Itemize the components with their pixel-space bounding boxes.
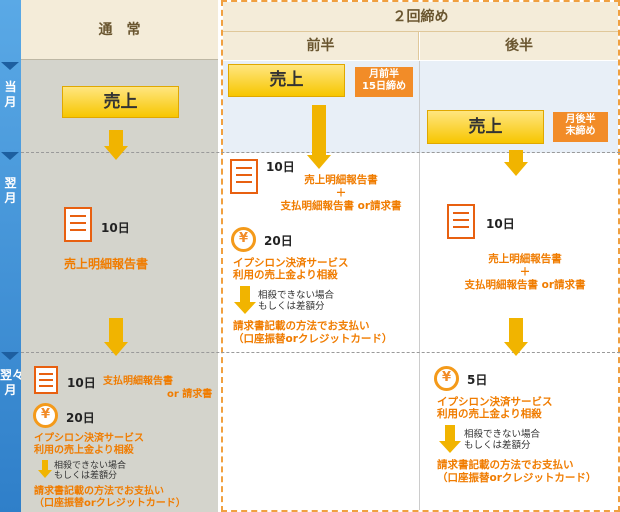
split-header: ２回締め <box>223 2 618 32</box>
document-icon <box>64 207 92 242</box>
down-arrow-icon <box>504 318 528 356</box>
timeline-bar <box>0 0 21 512</box>
timeline-marker-icon <box>1 352 19 360</box>
second-half-header: 後半 <box>420 32 618 60</box>
timeline-month-after: 翌々月 <box>0 368 25 397</box>
first-half-pay: イプシロン決済サービス 利用の売上金より相殺 <box>233 257 349 281</box>
yen-coin-icon: ¥ <box>33 403 58 428</box>
second-half-invoice: 請求書記載の方法でお支払い （口座振替orクレジットカード） <box>437 459 597 484</box>
document-icon <box>447 204 475 239</box>
row-divider <box>21 352 620 353</box>
first-half-docs: 売上明細報告書 ＋ 支払明細報告書 or請求書 <box>280 174 402 212</box>
second-half-day2: 5日 <box>467 373 488 387</box>
second-half-day1: 10日 <box>486 217 515 231</box>
normal-header: 通 常 <box>21 0 218 60</box>
normal-invoice: 請求書記載の方法でお支払い （口座振替orクレジットカード） <box>34 486 186 509</box>
first-half-note: 相殺できない場合 もしくは差額分 <box>258 290 335 312</box>
sales-box-first-half: 売上 <box>228 64 345 97</box>
down-arrow-icon <box>234 286 256 314</box>
half-divider <box>419 61 420 510</box>
normal-day3: 20日 <box>66 411 95 425</box>
down-arrow-icon <box>439 425 461 453</box>
sales-box-second-half: 売上 <box>427 110 544 144</box>
second-half-tag: 月後半 末締め <box>553 112 608 142</box>
normal-day1: 10日 <box>101 221 130 235</box>
normal-pay: イプシロン決済サービス 利用の売上金より相殺 <box>34 433 144 456</box>
second-half-pay: イプシロン決済サービス 利用の売上金より相殺 <box>437 396 553 420</box>
document-icon <box>34 366 58 394</box>
second-half-note: 相殺できない場合 もしくは差額分 <box>464 429 541 451</box>
sales-box-normal: 売上 <box>62 86 179 118</box>
first-half-day1: 10日 <box>266 160 295 174</box>
down-arrow-icon <box>104 130 128 160</box>
down-arrow-icon <box>504 150 528 176</box>
down-arrow-icon <box>38 460 52 478</box>
timeline-marker-icon <box>1 62 19 70</box>
timeline-current-month: 当月 <box>4 80 17 109</box>
first-half-tag: 月前半 15日締め <box>355 67 413 97</box>
down-arrow-icon <box>104 318 128 356</box>
first-half-day2: 20日 <box>264 234 293 248</box>
timeline-marker-icon <box>1 152 19 160</box>
second-half-docs: 売上明細報告書 ＋ 支払明細報告書 or請求書 <box>464 253 586 291</box>
normal-doc2b: or 請求書 <box>167 389 213 400</box>
document-icon <box>230 159 258 194</box>
yen-coin-icon: ¥ <box>434 366 459 391</box>
timeline-next-month: 翌月 <box>4 176 17 205</box>
normal-doc2: 支払明細報告書 <box>103 376 173 387</box>
normal-note: 相殺できない場合 もしくは差額分 <box>54 461 127 481</box>
normal-day2: 10日 <box>67 376 96 390</box>
normal-doc1: 売上明細報告書 <box>64 257 149 271</box>
first-half-header: 前半 <box>223 32 419 60</box>
down-arrow-icon <box>307 105 331 169</box>
yen-coin-icon: ¥ <box>231 227 256 252</box>
first-half-invoice: 請求書記載の方法でお支払い （口座振替orクレジットカード） <box>233 320 393 345</box>
normal-column <box>21 0 218 512</box>
